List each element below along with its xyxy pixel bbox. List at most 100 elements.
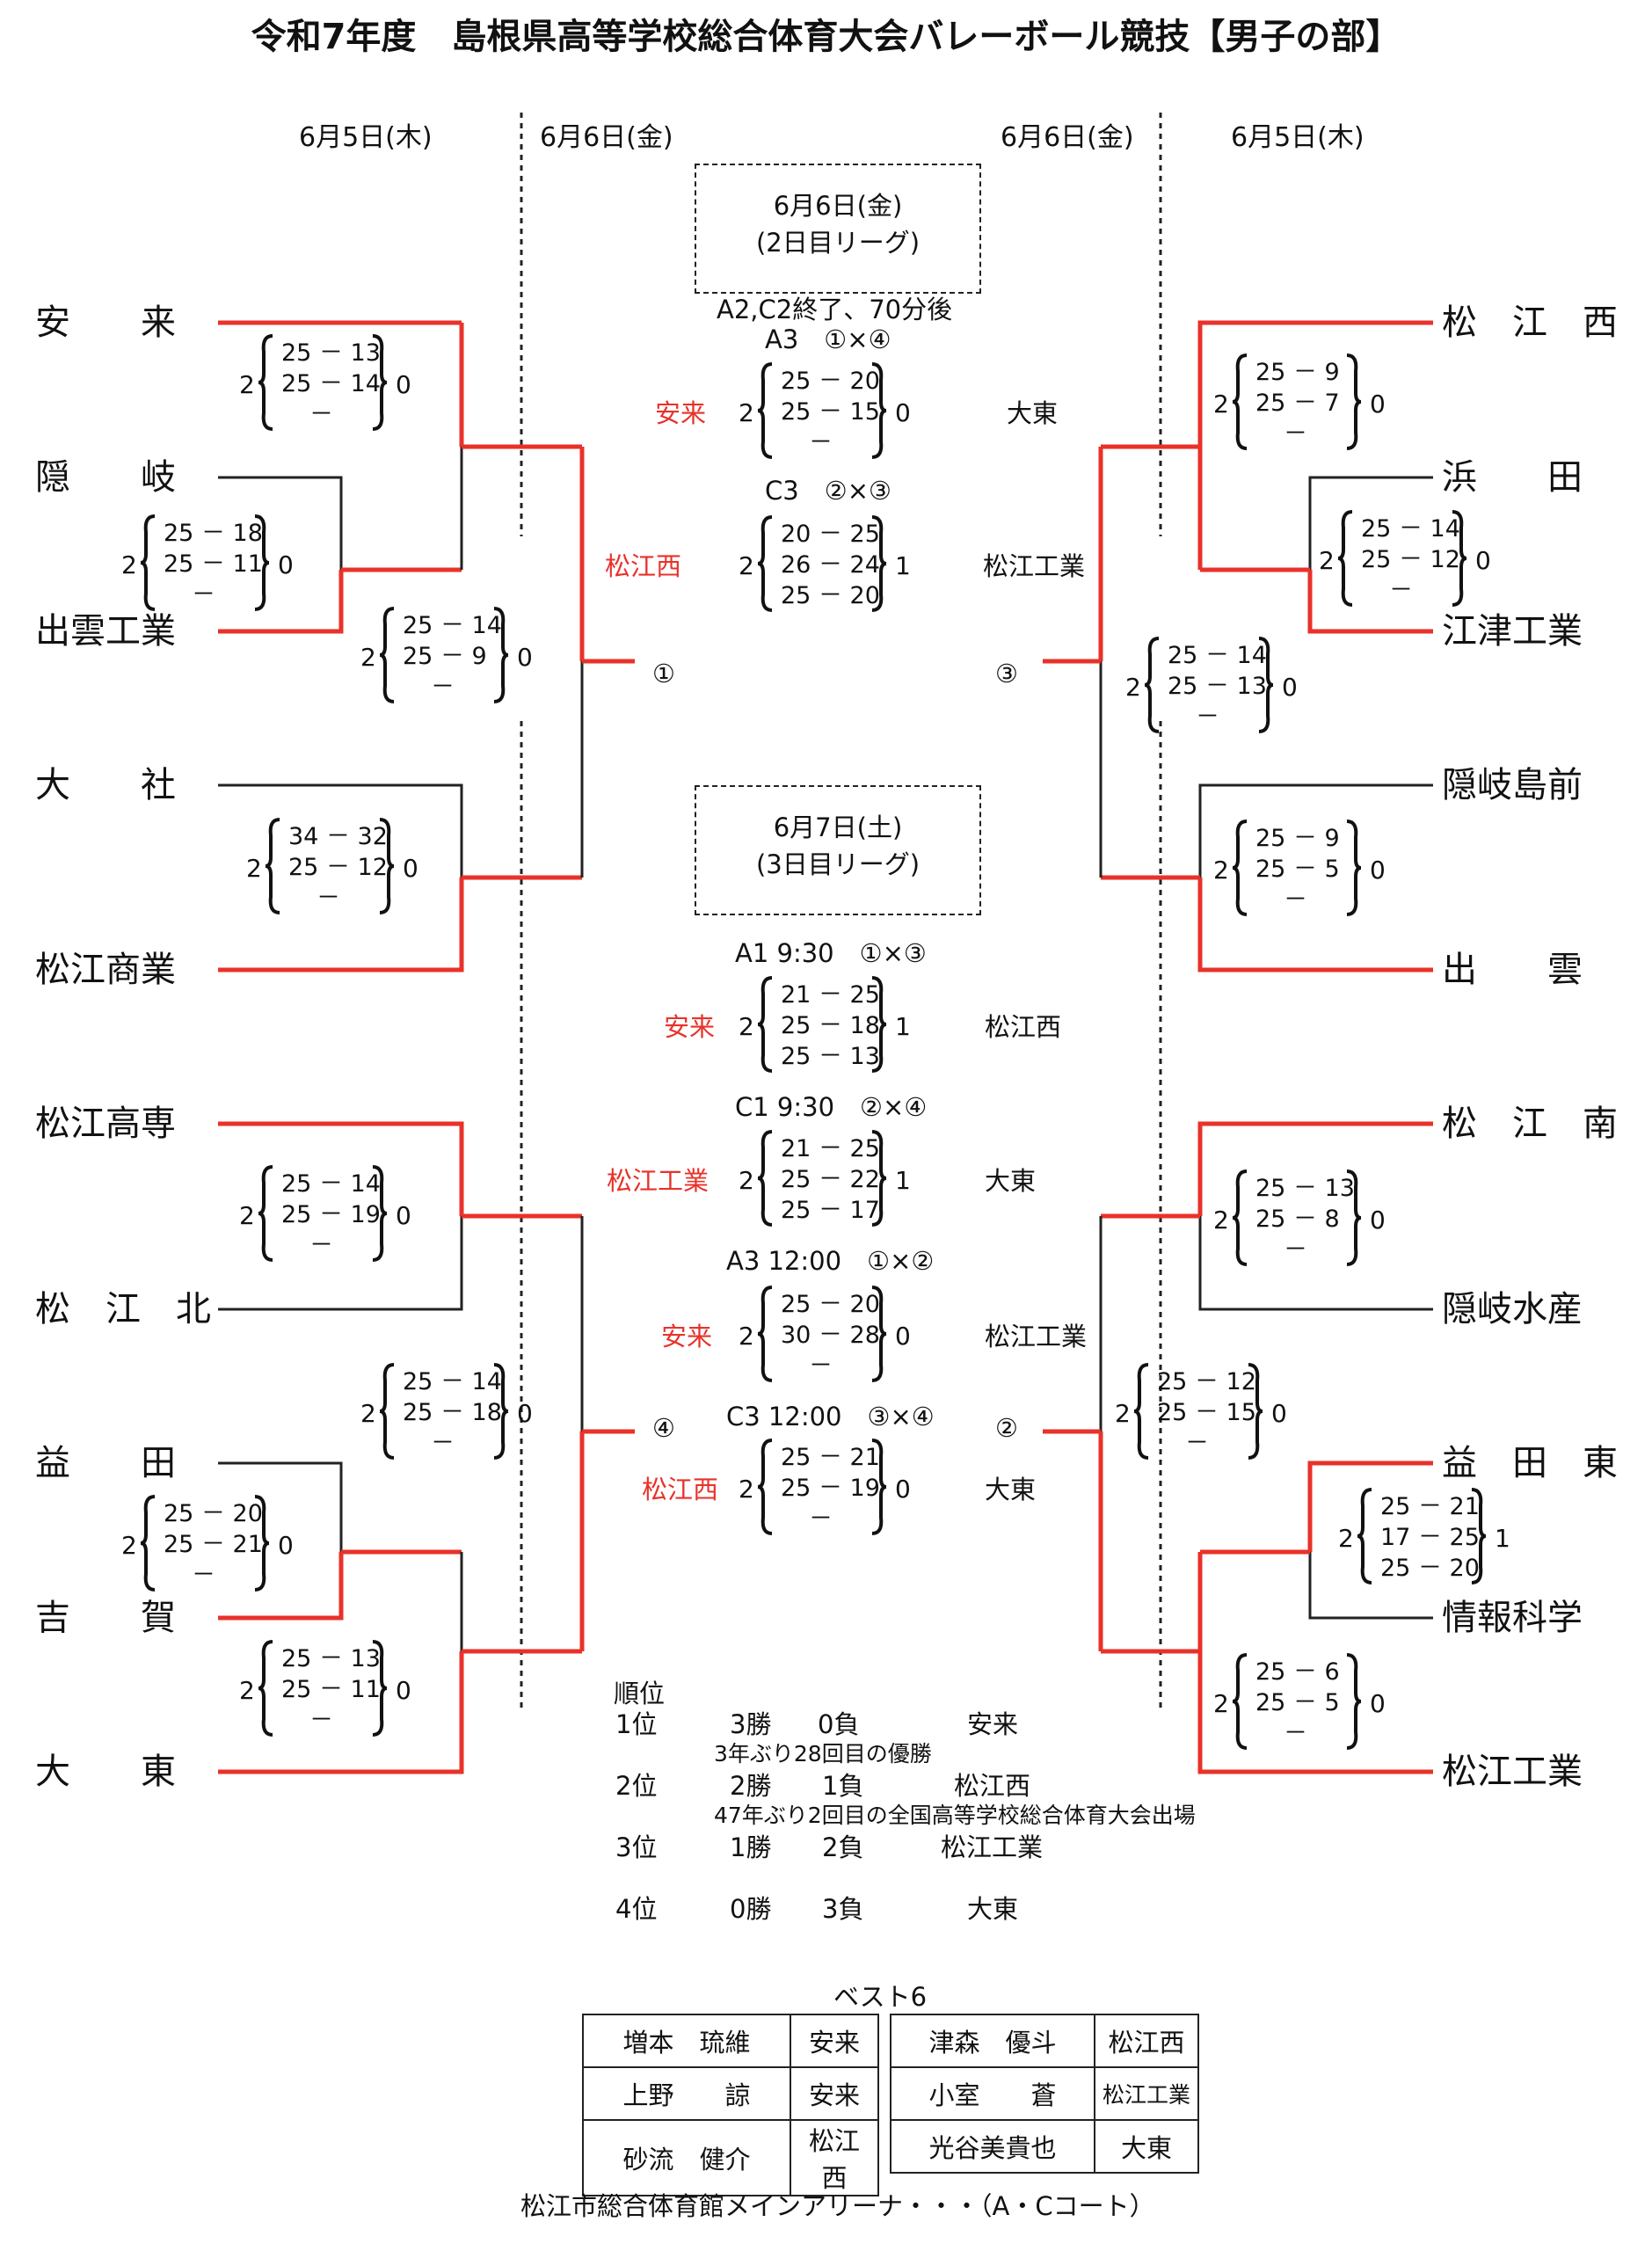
page-title: 令和7年度 島根県高等学校総合体育大会バレーボール競技【男子の部】 xyxy=(251,17,1401,57)
date-header-left-day1: 6月5日(木) xyxy=(299,122,433,153)
sets-won: 2 xyxy=(739,1012,754,1041)
winner-line xyxy=(218,1552,344,1621)
set2-score: 25 － 11 xyxy=(164,550,263,578)
bracket-line xyxy=(218,1461,343,1552)
set2-score: 25 － 5 xyxy=(1255,856,1340,883)
rank3-pos: 3位 xyxy=(615,1832,658,1862)
team-right-10: 松江工業 xyxy=(1442,1752,1583,1792)
bracket-line xyxy=(1308,1552,1433,1620)
rank2-team: 松江西 xyxy=(954,1771,1031,1801)
set1-score: 25 － 12 xyxy=(1157,1368,1256,1395)
team-right-5: 出 雲 xyxy=(1442,950,1583,990)
league-day2-note: A2,C2終了、70分後 xyxy=(717,295,953,324)
date-header-right-day1: 6月5日(木) xyxy=(1231,122,1365,153)
best6-row: 増本 琉維 安来 xyxy=(582,2014,879,2068)
set3-score: － xyxy=(1284,886,1307,914)
set3-score: － xyxy=(1284,1720,1307,1747)
set1-score: 25 － 21 xyxy=(781,1444,880,1471)
set3-score: － xyxy=(809,1352,833,1380)
set2-score: 25 － 22 xyxy=(781,1166,880,1193)
best6-row: 津森 優斗 松江西 xyxy=(890,2014,1199,2068)
set1-score: 25 － 14 xyxy=(1168,642,1267,669)
team-left-5: 松江商業 xyxy=(35,950,176,990)
set1-score: 25 － 14 xyxy=(403,612,502,639)
rank2-wins: 2勝 xyxy=(730,1771,772,1801)
sets-won: 2 xyxy=(1213,856,1229,885)
set1-score: 21 － 25 xyxy=(781,981,880,1009)
winner-line xyxy=(1307,570,1433,634)
winner-line xyxy=(1307,1461,1433,1552)
best6-school: 松江西 xyxy=(790,2119,879,2196)
rank4-losses: 3負 xyxy=(822,1894,864,1924)
set3-score: － xyxy=(809,1505,833,1533)
team-right-8: 益 田 東 xyxy=(1442,1443,1618,1483)
sets-won: 2 xyxy=(739,1475,754,1504)
sets-won: 2 xyxy=(1213,390,1229,419)
league-day3-match4-winner: 松江西 xyxy=(642,1475,719,1504)
team-left-1: 安 来 xyxy=(35,302,176,343)
rank1-losses: 0負 xyxy=(818,1709,860,1739)
league-day2-match1-loser: 大東 xyxy=(1007,398,1059,428)
league-day3-match4-loser: 大東 xyxy=(985,1475,1037,1504)
sets-lost: 0 xyxy=(517,643,533,672)
league-day3-match2-winner: 松江工業 xyxy=(607,1166,710,1196)
winner-line xyxy=(1197,1121,1433,1216)
best6-row: 光谷美貴也 大東 xyxy=(890,2119,1199,2174)
bracket-line xyxy=(1198,783,1433,878)
league-day3-match3-loser: 松江工業 xyxy=(985,1322,1088,1351)
best6-player: 上野 諒 xyxy=(582,2066,791,2121)
set3-score: － xyxy=(309,401,333,428)
venue-note: 松江市総合体育館メインアリーナ・・・（A・Cコート） xyxy=(520,2191,1155,2221)
set2-score: 26 － 24 xyxy=(781,551,880,579)
league-day3-date: 6月7日(土) xyxy=(773,812,903,842)
set3-score: － xyxy=(1284,1236,1307,1264)
set2-score: 25 － 15 xyxy=(781,398,880,426)
team-left-10: 大 東 xyxy=(35,1752,176,1792)
rank1-note: 3年ぶり28回目の優勝 xyxy=(714,1741,932,1767)
set1-score: 25 － 13 xyxy=(1255,1175,1355,1202)
set2-score: 25 － 21 xyxy=(164,1531,263,1558)
set1-score: 25 － 6 xyxy=(1255,1658,1340,1686)
set3-score: － xyxy=(309,1707,333,1734)
rank2-note: 47年ぶり2回目の全国高等学校総合体育大会出場 xyxy=(714,1803,1196,1828)
league-day3-label: (3日目リーグ) xyxy=(755,849,921,879)
sets-won: 2 xyxy=(739,398,754,427)
set3-score: － xyxy=(431,1430,455,1457)
sets-won: 2 xyxy=(246,854,262,883)
sets-won: 2 xyxy=(239,1201,255,1230)
league-day2-m2-head: C3 ②×③ xyxy=(765,476,891,506)
team-left-4: 大 社 xyxy=(35,765,176,805)
slot-4: ④ xyxy=(652,1413,675,1443)
set2-score: 25 － 18 xyxy=(403,1399,502,1426)
league-day2-label: (2日目リーグ) xyxy=(755,228,921,258)
sets-lost: 0 xyxy=(895,1322,911,1351)
winner-line xyxy=(218,1121,464,1216)
sets-won: 2 xyxy=(739,1166,754,1195)
team-left-3: 出雲工業 xyxy=(35,611,176,652)
sets-won: 2 xyxy=(121,550,137,579)
bracket-line xyxy=(218,1216,463,1311)
best6-label: ベスト6 xyxy=(833,1982,928,2012)
sets-lost: 0 xyxy=(895,1475,911,1504)
league-day3-box xyxy=(695,785,981,915)
ranking-label: 順位 xyxy=(614,1679,666,1708)
sets-won: 2 xyxy=(239,1676,255,1705)
set3-score: 25 － 13 xyxy=(781,1043,880,1070)
sets-won: 2 xyxy=(739,551,754,580)
best6-row: 砂流 健介 松江西 xyxy=(582,2119,879,2196)
set1-score: 20 － 25 xyxy=(781,521,880,548)
slot-2: ② xyxy=(995,1413,1018,1443)
league-day2-match2-loser: 松江工業 xyxy=(983,551,1086,581)
team-right-6: 松 江 南 xyxy=(1442,1104,1618,1144)
sets-lost: 0 xyxy=(1271,1399,1287,1428)
sets-lost: 0 xyxy=(403,854,418,883)
league-day3-m2-head: C1 9:30 ②×④ xyxy=(735,1092,928,1122)
best6-player: 小室 蒼 xyxy=(890,2066,1095,2121)
team-right-3: 江津工業 xyxy=(1442,611,1583,652)
winner-line xyxy=(218,1651,464,1774)
set1-score: 25 － 20 xyxy=(781,368,880,395)
set3-score: － xyxy=(431,674,455,701)
best6-row: 上野 諒 安来 xyxy=(582,2066,879,2121)
sets-lost: 0 xyxy=(278,550,294,579)
